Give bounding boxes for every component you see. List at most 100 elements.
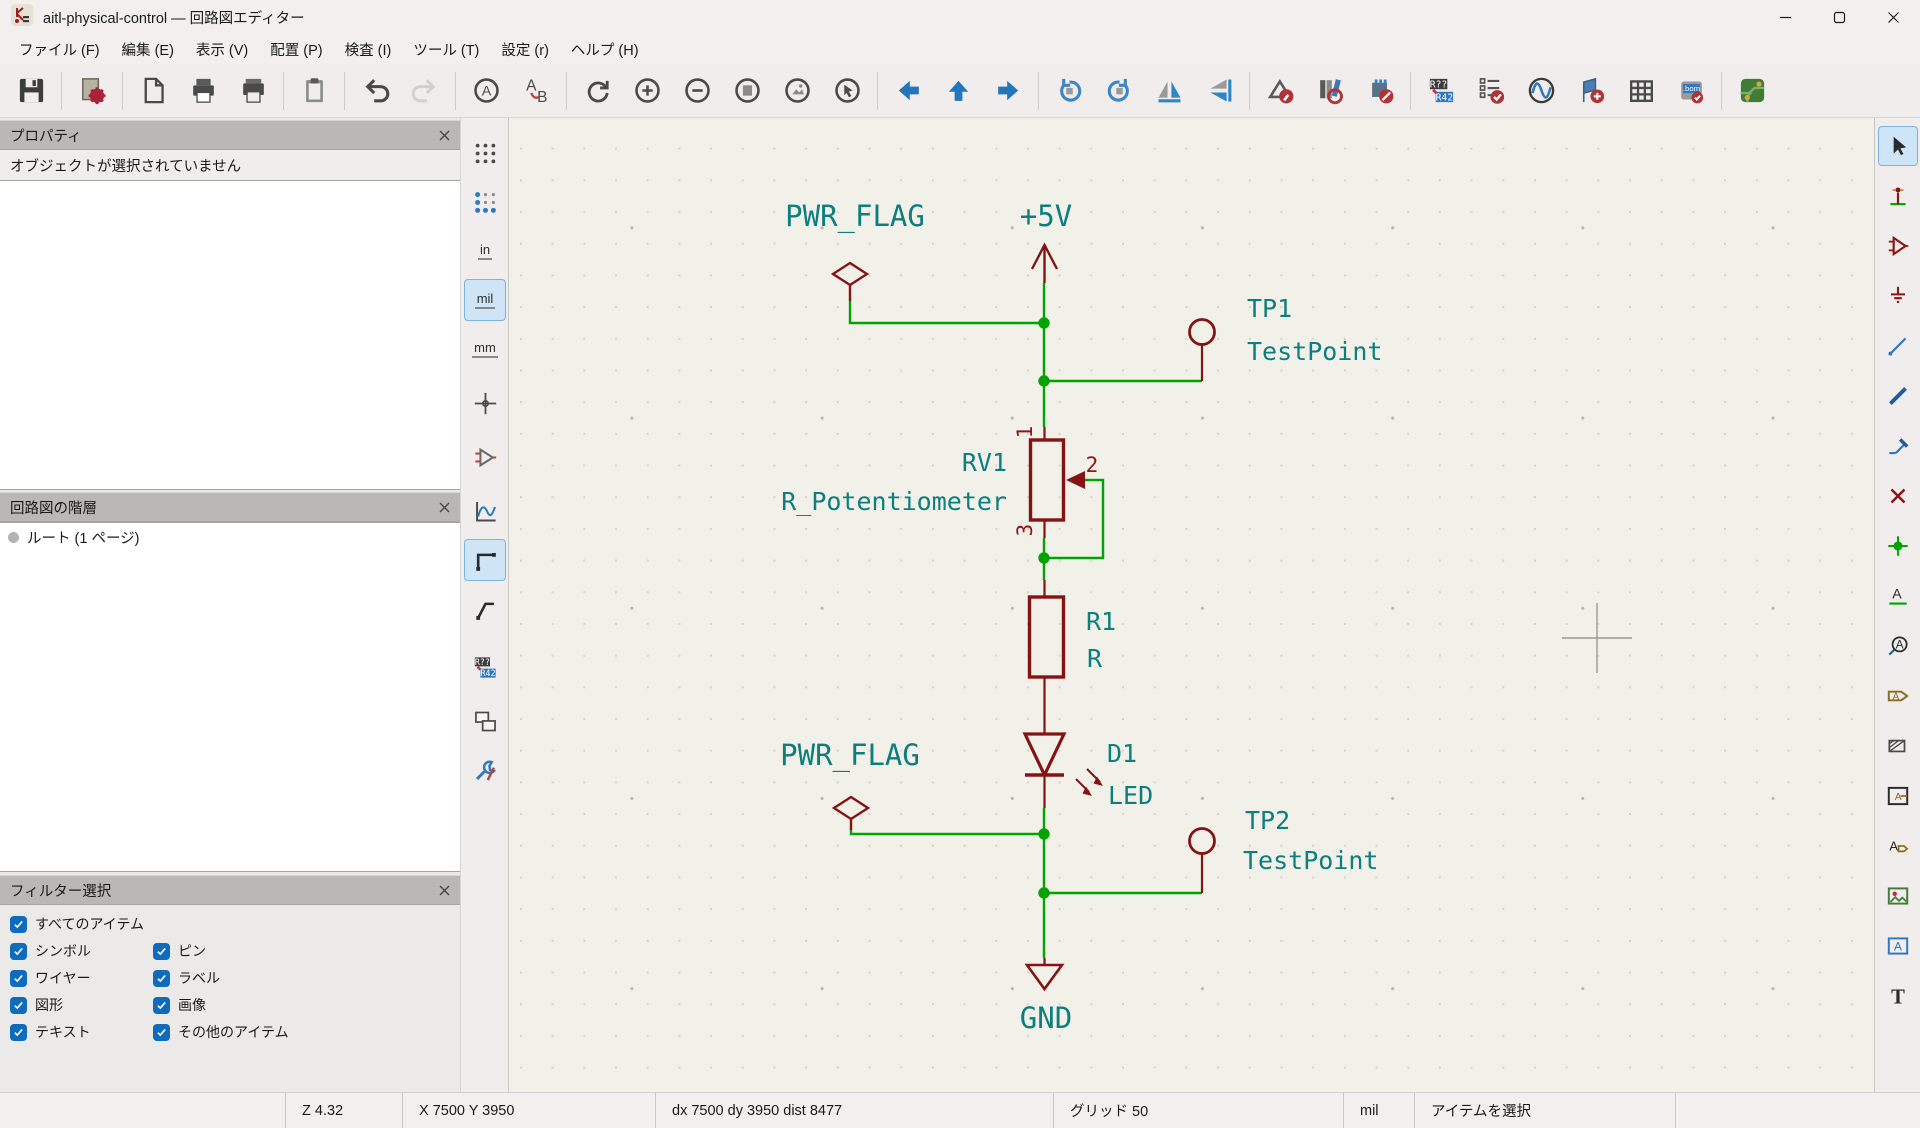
units-mil-button[interactable]: mil xyxy=(464,279,506,321)
menu-item-view[interactable]: 表示 (V) xyxy=(185,36,259,63)
tools-settings-button[interactable] xyxy=(464,749,506,791)
add-symbol-button[interactable] xyxy=(1878,226,1918,266)
select-tool-button[interactable] xyxy=(1878,126,1918,166)
open-pcb-button[interactable] xyxy=(1727,68,1777,114)
add-power-button[interactable] xyxy=(1878,276,1918,316)
filter-option[interactable]: ワイヤー xyxy=(10,965,153,991)
import-sheet-pin-button[interactable]: A xyxy=(1878,826,1918,866)
annotate-auto-button[interactable]: R??R42 xyxy=(464,646,506,688)
menu-item-preferences[interactable]: 設定 (r) xyxy=(490,36,560,63)
checkbox-checked-icon[interactable] xyxy=(10,916,27,933)
zoom-objects-button[interactable] xyxy=(772,68,822,114)
checkbox-checked-icon[interactable] xyxy=(10,1024,27,1041)
hidden-pins-button[interactable] xyxy=(464,436,506,478)
add-bus-button[interactable] xyxy=(1878,376,1918,416)
rotate-cw-button[interactable] xyxy=(1094,68,1144,114)
checkbox-checked-icon[interactable] xyxy=(10,997,27,1014)
wire-bus-entry-button[interactable] xyxy=(1878,426,1918,466)
global-label-button[interactable]: A xyxy=(1878,676,1918,716)
fields-table-button[interactable] xyxy=(1616,68,1666,114)
zoom-selection-button[interactable] xyxy=(822,68,872,114)
checkbox-checked-icon[interactable] xyxy=(10,970,27,987)
symbol-pwr-flag-top[interactable] xyxy=(833,263,867,301)
filter-option[interactable]: その他のアイテム xyxy=(153,1019,456,1045)
edit-symbol-button[interactable] xyxy=(1255,68,1305,114)
add-junction-button[interactable] xyxy=(1878,526,1918,566)
plot-button[interactable] xyxy=(228,68,278,114)
annotate-button[interactable]: R??R42 xyxy=(1416,68,1466,114)
undo-button[interactable] xyxy=(350,68,400,114)
redo-button[interactable] xyxy=(400,68,450,114)
properties-list-box[interactable] xyxy=(0,180,460,490)
browse-libraries-button[interactable] xyxy=(1305,68,1355,114)
zoom-out-button[interactable] xyxy=(672,68,722,114)
filter-option[interactable]: シンボル xyxy=(10,938,153,964)
maximize-button[interactable] xyxy=(1812,0,1866,35)
simulator-button[interactable] xyxy=(1516,68,1566,114)
symbol-tp2[interactable] xyxy=(1190,829,1215,894)
new-sheet-button[interactable] xyxy=(128,68,178,114)
symbol-gnd[interactable] xyxy=(1027,958,1062,989)
filter-option[interactable]: ピン xyxy=(153,938,456,964)
full-crosshair-button[interactable] xyxy=(464,382,506,424)
minimize-button[interactable] xyxy=(1758,0,1812,35)
no-connect-button[interactable] xyxy=(1878,476,1918,516)
hierarchical-label-button[interactable] xyxy=(1878,726,1918,766)
menu-item-inspect[interactable]: 検査 (I) xyxy=(334,36,403,63)
save-button[interactable] xyxy=(6,68,56,114)
symbol-r1[interactable] xyxy=(1030,580,1064,734)
units-mm-button[interactable]: mm xyxy=(464,328,506,370)
symbol-pwr-flag-bottom[interactable] xyxy=(834,797,868,830)
filter-close-icon[interactable] xyxy=(439,885,450,896)
mirror-v-button[interactable] xyxy=(1194,68,1244,114)
hierarchy-root-item[interactable]: ルート (1 ページ) xyxy=(0,523,460,551)
sheet-settings-button[interactable] xyxy=(67,68,117,114)
erc-button[interactable] xyxy=(1466,68,1516,114)
any-angle-wires-button[interactable] xyxy=(464,588,506,630)
mirror-h-button[interactable] xyxy=(1144,68,1194,114)
wire-segments[interactable] xyxy=(850,283,1202,958)
zoom-in-button[interactable] xyxy=(622,68,672,114)
refresh-button[interactable] xyxy=(572,68,622,114)
menu-item-help[interactable]: ヘルプ (H) xyxy=(560,36,650,63)
grid-visibility-button[interactable] xyxy=(464,132,506,174)
find-replace-button[interactable]: AB xyxy=(511,68,561,114)
symbol-rv1[interactable] xyxy=(1031,427,1086,538)
menu-item-edit[interactable]: 編集 (E) xyxy=(111,36,185,63)
net-label-button[interactable]: A xyxy=(1878,576,1918,616)
filter-option[interactable]: ラベル xyxy=(153,965,456,991)
zoom-fit-button[interactable] xyxy=(722,68,772,114)
hv-wires-button[interactable] xyxy=(464,539,506,581)
menu-item-tools[interactable]: ツール (T) xyxy=(402,36,490,63)
hierarchy-navigator-button[interactable] xyxy=(464,700,506,742)
menu-item-place[interactable]: 配置 (P) xyxy=(259,36,333,63)
filter-option[interactable]: 画像 xyxy=(153,992,456,1018)
symbol-d1-led[interactable] xyxy=(1025,734,1103,808)
menu-item-file[interactable]: ファイル (F) xyxy=(8,36,111,63)
bom-button[interactable]: .bom xyxy=(1666,68,1716,114)
print-button[interactable] xyxy=(178,68,228,114)
schematic-labels[interactable]: PWR_FLAG +5V TP1 TestPoint RV1 R_Potenti… xyxy=(780,199,1382,1035)
grid-override-button[interactable] xyxy=(464,181,506,223)
checkbox-checked-icon[interactable] xyxy=(10,943,27,960)
rotate-ccw-button[interactable] xyxy=(1044,68,1094,114)
add-image-button[interactable] xyxy=(1878,876,1918,916)
add-text-button[interactable]: T xyxy=(1878,976,1918,1016)
checkbox-checked-icon[interactable] xyxy=(153,943,170,960)
properties-close-icon[interactable] xyxy=(439,130,450,141)
paste-button[interactable] xyxy=(289,68,339,114)
symbol-tp1[interactable] xyxy=(1190,320,1215,382)
symbol-plus5v[interactable] xyxy=(1032,245,1057,283)
units-inch-button[interactable]: in xyxy=(464,230,506,272)
hierarchy-close-icon[interactable] xyxy=(439,502,450,513)
add-textbox-button[interactable]: A xyxy=(1878,926,1918,966)
close-button[interactable] xyxy=(1866,0,1920,35)
nav-up-button[interactable] xyxy=(933,68,983,114)
add-wire-button[interactable] xyxy=(1878,326,1918,366)
filter-option[interactable]: すべてのアイテム xyxy=(10,911,456,937)
filter-option[interactable]: 図形 xyxy=(10,992,153,1018)
nav-back-button[interactable] xyxy=(883,68,933,114)
checkbox-checked-icon[interactable] xyxy=(153,1024,170,1041)
checkbox-checked-icon[interactable] xyxy=(153,970,170,987)
checkbox-checked-icon[interactable] xyxy=(153,997,170,1014)
